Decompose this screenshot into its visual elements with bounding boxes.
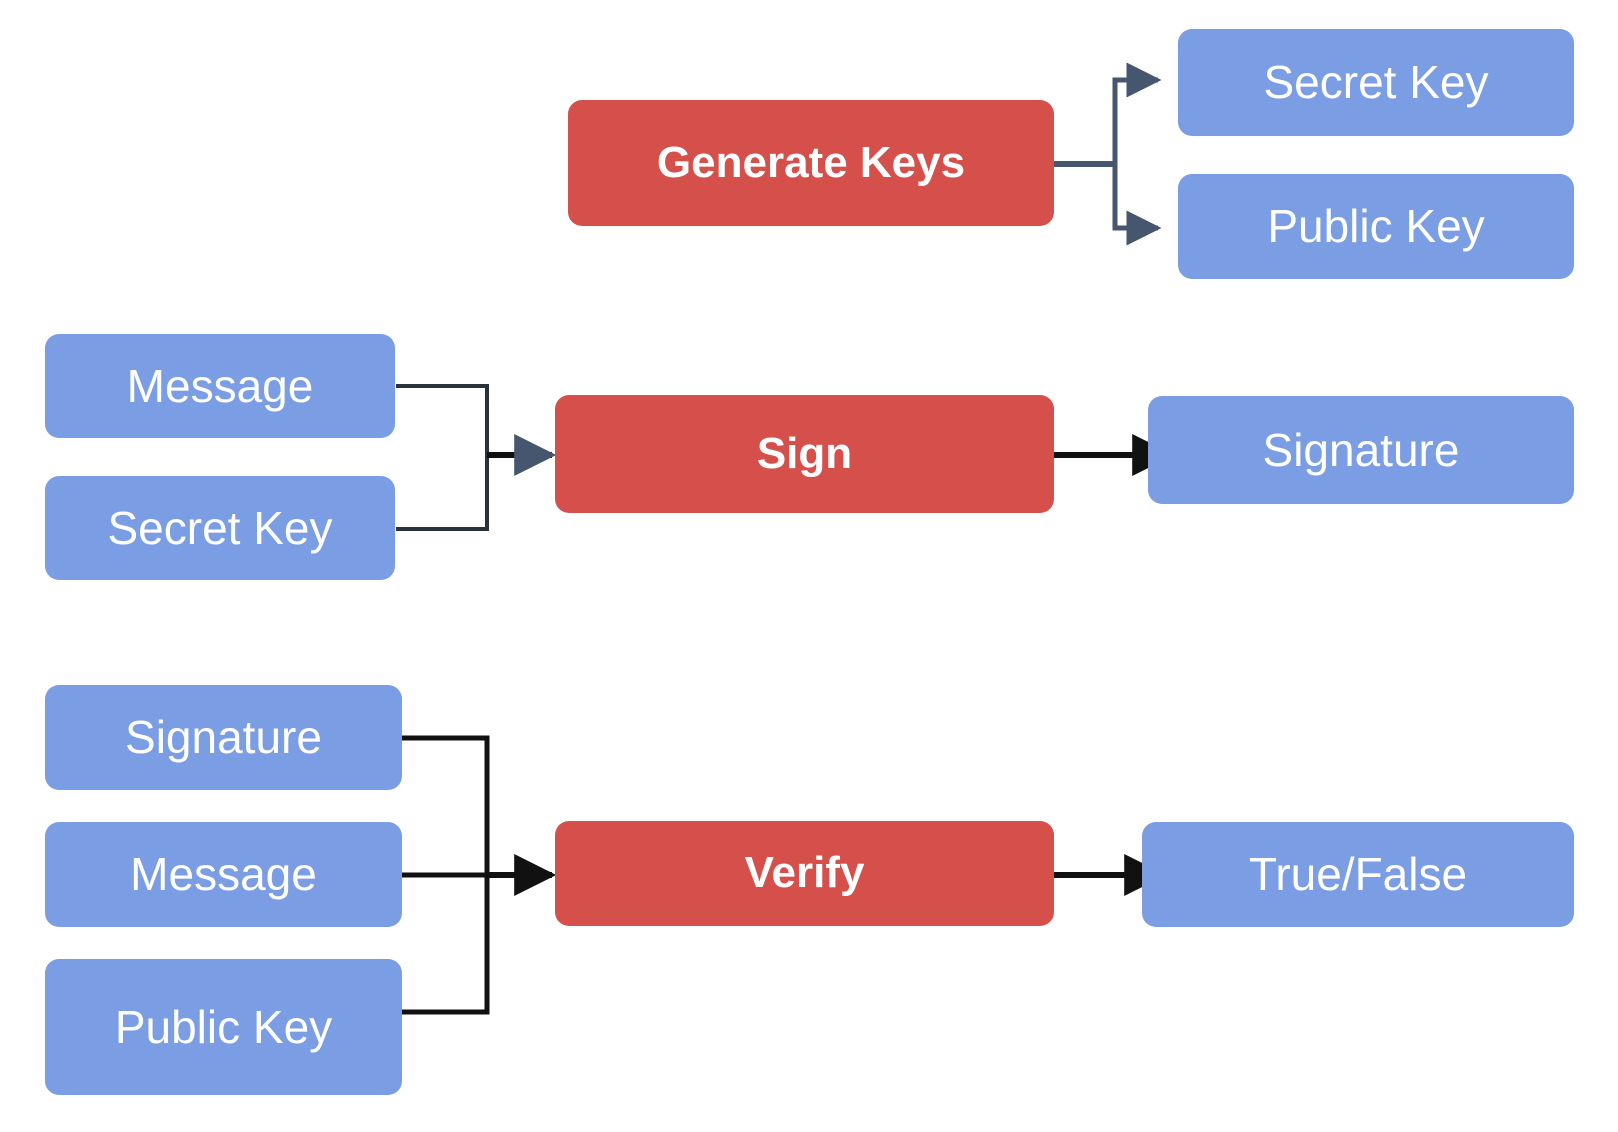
- edge-verify-inputs-merge: [402, 735, 557, 1015]
- node-public-key-output[interactable]: Public Key: [1178, 174, 1574, 279]
- node-secret-key-output[interactable]: Secret Key: [1178, 29, 1574, 136]
- node-true-false-output[interactable]: True/False: [1142, 822, 1574, 927]
- node-signature-verify-input[interactable]: Signature: [45, 685, 402, 790]
- node-message-verify-input[interactable]: Message: [45, 822, 402, 927]
- edge-sign-inputs-merge: [396, 384, 557, 531]
- node-signature-output[interactable]: Signature: [1148, 396, 1574, 504]
- node-sign-operation[interactable]: Sign: [555, 395, 1054, 513]
- edge-generate-keys-split: [1053, 62, 1162, 246]
- node-verify-operation[interactable]: Verify: [555, 821, 1054, 926]
- node-secret-key-sign-input[interactable]: Secret Key: [45, 476, 395, 580]
- node-public-key-verify-input[interactable]: Public Key: [45, 959, 402, 1095]
- node-message-sign-input[interactable]: Message: [45, 334, 395, 438]
- node-generate-keys[interactable]: Generate Keys: [568, 100, 1054, 226]
